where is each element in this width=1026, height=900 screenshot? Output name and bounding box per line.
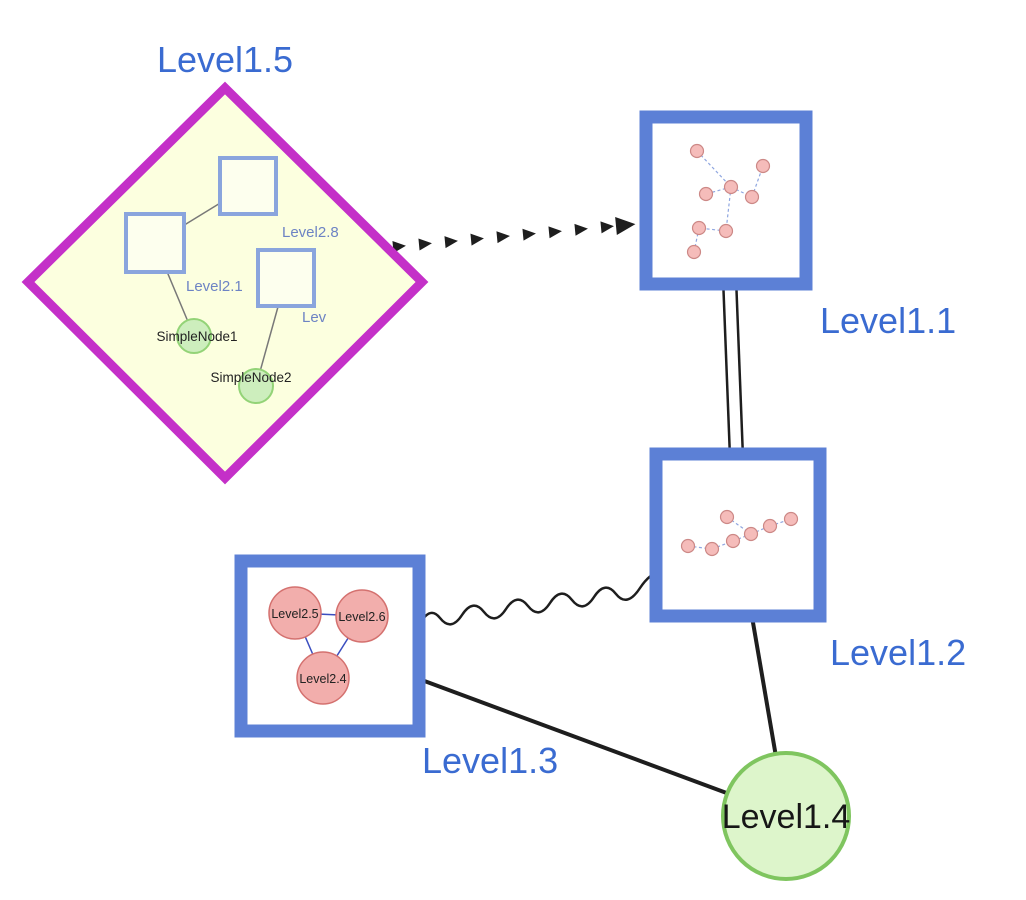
node-level1-2-label: Level1.2	[830, 632, 966, 673]
arrow-dash	[470, 232, 485, 246]
edge-level1-5-to-level1-1[interactable]	[392, 215, 637, 253]
subgraph-node[interactable]	[680, 538, 696, 554]
node-level1-1[interactable]	[639, 110, 813, 291]
node-level2-4[interactable]	[296, 651, 350, 705]
level1-1-subgraph	[686, 143, 771, 260]
subgraph-node[interactable]	[725, 533, 741, 549]
node-level2-8-label: Level2.8	[282, 224, 339, 241]
node-level2-6-label: Level2.6	[338, 610, 385, 624]
arrow-dash	[548, 225, 563, 239]
node-lev-label: Lev	[302, 309, 327, 326]
subgraph-node[interactable]	[698, 186, 714, 202]
subgraph-node[interactable]	[718, 223, 734, 239]
node-level2-5[interactable]	[268, 586, 322, 640]
subgraph-node[interactable]	[723, 179, 739, 195]
node-level1-3[interactable]	[234, 554, 426, 738]
subgraph-node[interactable]	[686, 244, 702, 260]
node-level1-3-label: Level1.3	[422, 740, 558, 781]
node-lev[interactable]	[256, 248, 316, 308]
node-level1-5[interactable]	[21, 81, 429, 485]
node-level2-1-label: Level2.1	[186, 278, 243, 295]
group-level1-3: Level2.5 Level2.6 Level2.4 Level1.3	[234, 554, 558, 781]
node-level2-1[interactable]	[124, 212, 186, 274]
arrow-dash	[574, 222, 589, 236]
node-level2-6[interactable]	[335, 589, 389, 643]
arrow-dash	[600, 220, 615, 234]
arrow-head	[615, 215, 637, 235]
group-level1-5: Level2.8 Level2.1 Lev SimpleNode1 Simple…	[21, 39, 429, 485]
subgraph-node[interactable]	[783, 511, 799, 527]
arrow-dash	[444, 234, 459, 249]
node-level1-1-label: Level1.1	[820, 300, 956, 341]
subgraph-node[interactable]	[691, 220, 707, 236]
edge-level1-3-to-level1-2[interactable]	[416, 570, 661, 629]
subgraph-node[interactable]	[744, 189, 760, 205]
node-level2-4-label: Level2.4	[299, 672, 346, 686]
subgraph-node[interactable]	[704, 541, 720, 557]
node-level1-4-label: Level1.4	[722, 798, 851, 836]
group-level1-1: Level1.1	[639, 110, 956, 341]
node-level1-5-label: Level1.5	[157, 39, 293, 80]
node-simplenode2-label: SimpleNode2	[210, 370, 291, 385]
arrow-dash	[418, 237, 433, 251]
group-level1-2: Level1.2	[649, 447, 966, 673]
subgraph-node[interactable]	[762, 518, 778, 534]
node-simplenode1[interactable]	[176, 318, 212, 354]
subgraph-node[interactable]	[755, 158, 771, 174]
node-level2-8[interactable]	[218, 156, 278, 216]
subgraph-node[interactable]	[719, 509, 735, 525]
subgraph-node[interactable]	[743, 526, 759, 542]
node-simplenode1-label: SimpleNode1	[156, 329, 237, 344]
group-level1-4: Level1.4	[721, 751, 851, 881]
subgraph-node[interactable]	[689, 143, 705, 159]
node-simplenode2[interactable]	[238, 368, 274, 404]
node-level1-4[interactable]	[721, 751, 851, 881]
level1-2-subgraph	[680, 509, 799, 557]
node-level1-2[interactable]	[649, 447, 827, 623]
node-level2-5-label: Level2.5	[271, 607, 318, 621]
arrow-dash	[496, 230, 511, 244]
arrow-dash	[522, 227, 537, 241]
